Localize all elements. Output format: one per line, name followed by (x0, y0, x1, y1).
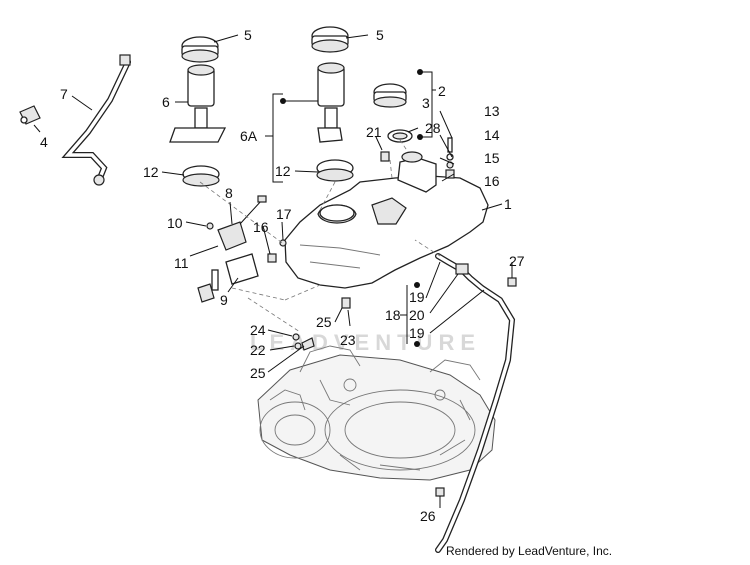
label-part-14: 14 (484, 127, 500, 143)
label-part-5-left: 5 (244, 27, 252, 43)
leader-lines (33, 34, 513, 508)
label-part-15: 15 (484, 150, 500, 166)
fuel-pump-left (169, 36, 227, 187)
label-part-27: 27 (509, 253, 525, 269)
group-brackets (265, 69, 436, 347)
label-part-23: 23 (340, 332, 356, 348)
label-part-22: 22 (250, 342, 266, 358)
label-part-20: 20 (409, 307, 425, 323)
label-part-13: 13 (484, 103, 500, 119)
label-part-12-right: 12 (275, 163, 291, 179)
label-part-28: 28 (425, 120, 441, 136)
label-part-6a: 6A (240, 128, 258, 144)
label-part-8: 8 (225, 185, 233, 201)
label-part-4: 4 (40, 134, 48, 150)
label-part-18: 18 (385, 307, 401, 323)
fuel-level-sensor (197, 195, 267, 303)
render-credit: Rendered by LeadVenture, Inc. (446, 544, 612, 558)
phantom-lines (199, 139, 441, 333)
label-part-9: 9 (220, 292, 228, 308)
label-part-17: 17 (276, 206, 292, 222)
part-labels: 1 2 3 4 5 5 6 6A 7 8 9 10 11 12 12 13 14… (40, 27, 525, 524)
label-part-1: 1 (504, 196, 512, 212)
label-part-5-right: 5 (376, 27, 384, 43)
label-part-25-upper: 25 (316, 314, 332, 330)
vent-hose-assembly (292, 253, 517, 553)
label-part-19-top: 19 (409, 289, 425, 305)
engine-assembly (257, 345, 496, 481)
label-part-2: 2 (438, 83, 446, 99)
label-part-10: 10 (167, 215, 183, 231)
label-part-3: 3 (422, 95, 430, 111)
label-part-24: 24 (250, 322, 266, 338)
fuel-tank (284, 151, 489, 289)
fuel-cap-assembly (373, 83, 413, 143)
label-part-16-right: 16 (484, 173, 500, 189)
label-part-19-bottom: 19 (409, 325, 425, 341)
label-part-25-lower: 25 (250, 365, 266, 381)
label-part-7: 7 (60, 86, 68, 102)
label-part-16-left: 16 (253, 219, 269, 235)
fuel-pump-right (311, 26, 354, 182)
label-part-6: 6 (162, 94, 170, 110)
fuel-line-left (61, 54, 131, 186)
watermark-text: LEADVENTURE (250, 330, 481, 355)
label-part-11: 11 (174, 255, 189, 271)
label-part-26: 26 (420, 508, 436, 524)
label-part-12-left: 12 (143, 164, 159, 180)
clip-part-4 (19, 105, 41, 125)
label-part-21: 21 (366, 124, 382, 140)
